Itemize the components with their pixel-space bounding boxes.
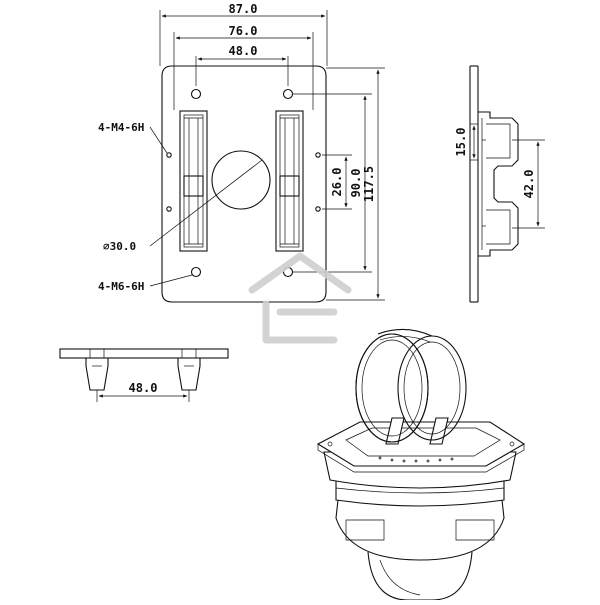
m4-hole-right-upper	[315, 152, 321, 158]
dim-hole-spacing: 48.0	[229, 44, 258, 58]
bottom-plate	[59, 348, 229, 359]
bore-leader-line	[149, 159, 263, 247]
side-bracket-profile	[478, 111, 519, 257]
dim-overall-height: 117.5	[362, 166, 376, 202]
bottom-view: 48.0	[59, 348, 229, 402]
mounting-plate-outline	[161, 65, 327, 303]
left-post	[85, 358, 109, 391]
label-m6-holes: 4-M6-6H	[98, 280, 144, 293]
m6-hole-top-right	[282, 88, 294, 100]
m4-hole-left-upper	[166, 152, 172, 158]
right-rail-slot	[275, 110, 304, 252]
side-view: 15.0 42.0	[454, 65, 545, 303]
camera-mount-illustration	[316, 328, 526, 601]
label-center-bore: ⌀30.0	[103, 240, 136, 253]
right-post	[177, 358, 201, 391]
front-view: 87.0 76.0 48.0	[98, 2, 385, 303]
dim-tab-spacing: 42.0	[522, 170, 536, 199]
m6-hole-top-left	[190, 88, 202, 100]
dim-rail-window: 26.0	[330, 168, 344, 197]
dim-hole-vertical: 90.0	[349, 169, 363, 198]
label-m4-holes: 4-M4-6H	[98, 121, 144, 134]
dim-overall-width: 87.0	[229, 2, 258, 16]
m4-hole-left-lower	[166, 206, 172, 212]
m4-hole-right-lower	[315, 206, 321, 212]
center-bore	[211, 150, 271, 210]
dim-post-spacing: 48.0	[129, 381, 158, 395]
lower-housing	[335, 499, 505, 561]
watermark-logo	[248, 252, 352, 344]
left-rail-slot	[179, 110, 208, 252]
dim-tab-height: 15.0	[454, 128, 468, 157]
m6-hole-bottom-left	[190, 266, 202, 278]
dim-rail-outer: 76.0	[229, 24, 258, 38]
